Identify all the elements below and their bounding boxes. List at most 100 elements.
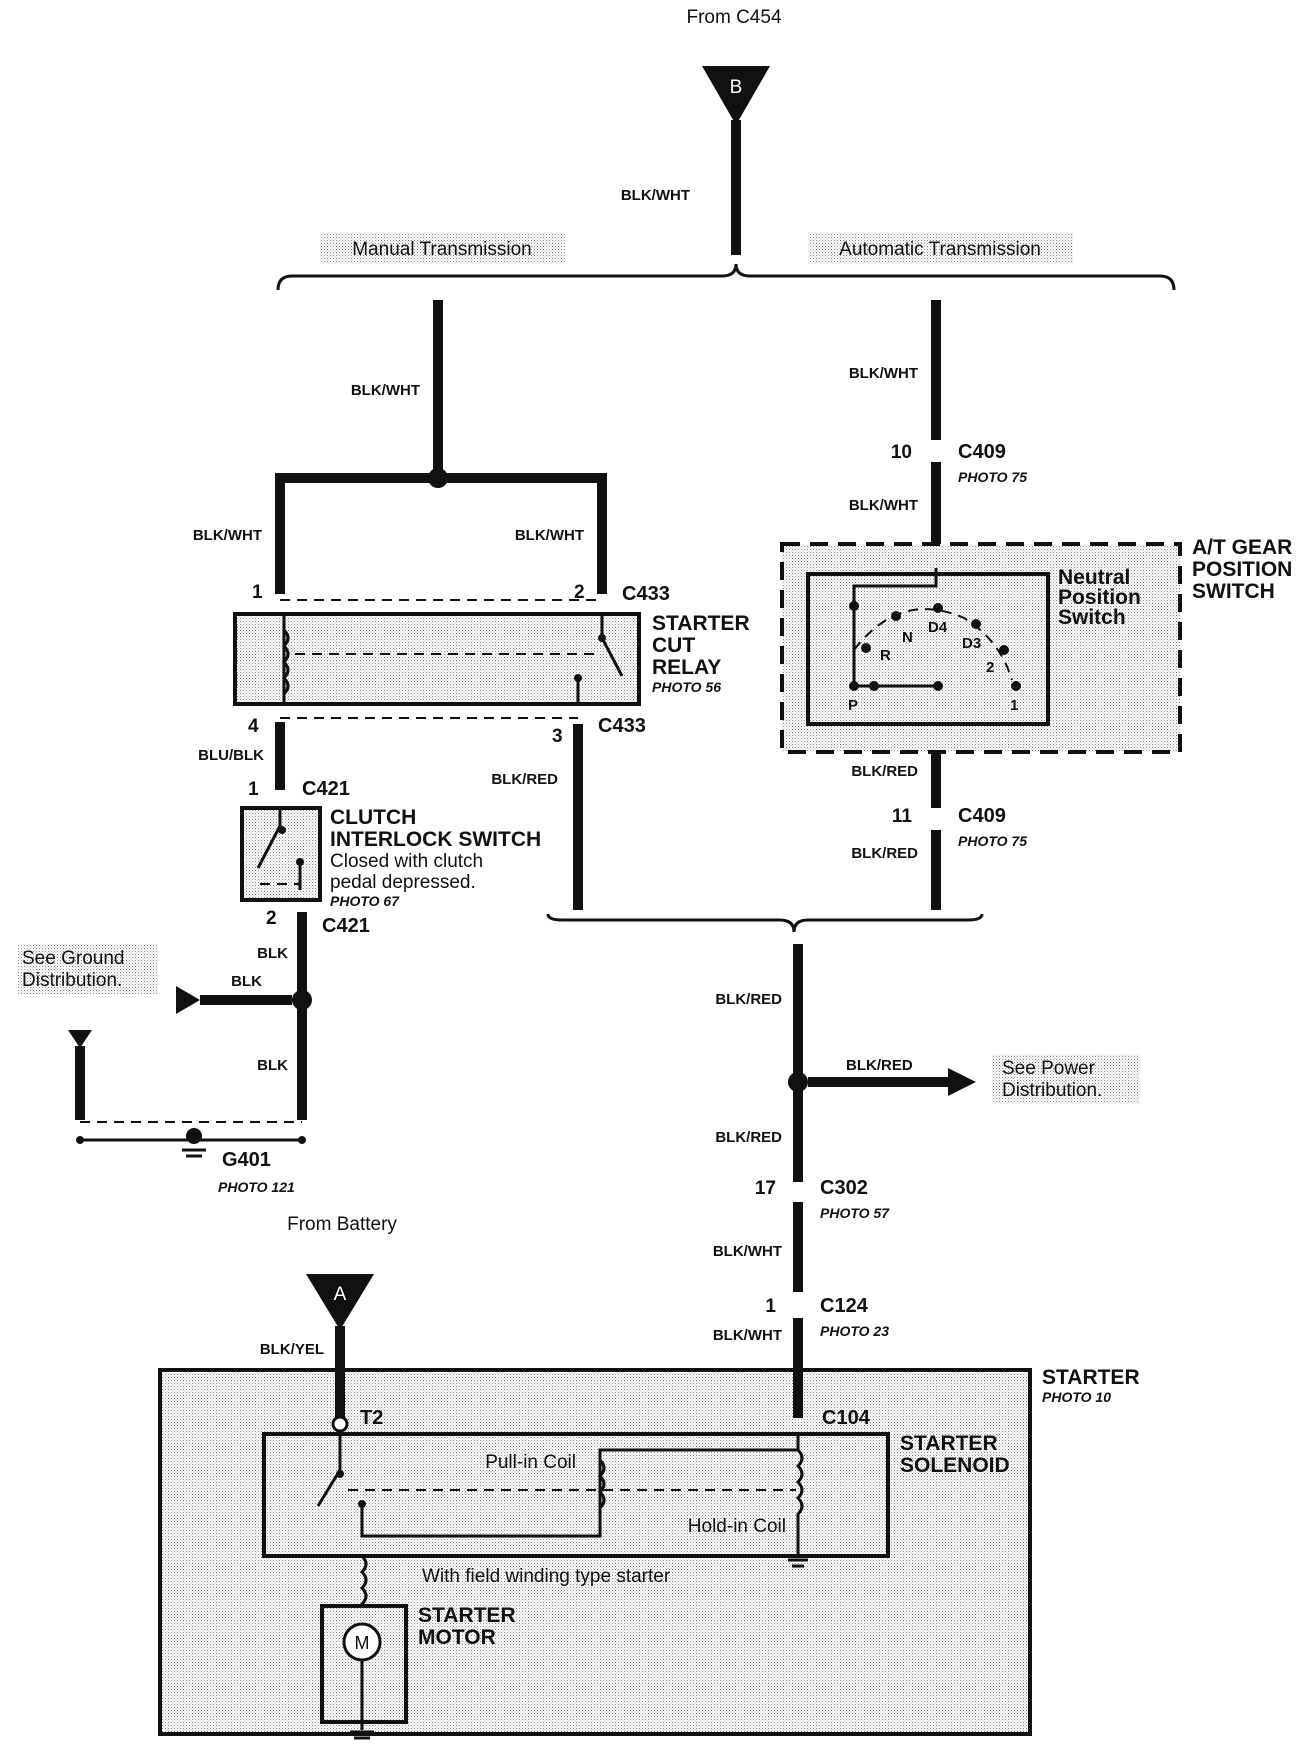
- g401-dot-right: [298, 1136, 306, 1144]
- c124-pin: 1: [765, 1296, 776, 1317]
- nps-dot-2: [999, 645, 1009, 655]
- c302-label: C302: [820, 1177, 868, 1199]
- c302-photo: PHOTO 57: [820, 1205, 890, 1221]
- relay-contact-dot-a: [598, 634, 606, 642]
- merge-brace: [546, 913, 984, 933]
- solenoid-label-line2: SOLENOID: [900, 1454, 1010, 1477]
- wire-label-blk-2: BLK: [231, 973, 262, 990]
- starter-photo: PHOTO 10: [1042, 1389, 1111, 1405]
- c421-top-label: C421: [302, 778, 350, 800]
- nps-dot-p2: [869, 681, 879, 691]
- c433-pin-1: 1: [252, 582, 263, 603]
- wire-label-blk-red-power: BLK/RED: [846, 1057, 913, 1074]
- nps-dot-top: [849, 601, 859, 611]
- wire-label-blk-red-relay: BLK/RED: [491, 771, 558, 788]
- c433-pin-3: 3: [552, 726, 563, 747]
- c433-top-label: C433: [622, 583, 670, 605]
- wire-relay-feed: [275, 473, 607, 594]
- clutch-label-line1: CLUTCH: [330, 806, 416, 829]
- wire-label-top: BLK/WHT: [621, 187, 690, 204]
- c409-top-label: C409: [958, 441, 1006, 463]
- c433-pin-4: 4: [248, 716, 259, 737]
- c409-bottom-label: C409: [958, 805, 1006, 827]
- terminal-a-label: A: [334, 1284, 347, 1305]
- nps-pos-1: 1: [1010, 697, 1018, 714]
- neutral-label-line2: Position: [1058, 586, 1141, 609]
- nps-dot-n: [891, 611, 901, 621]
- ground-note-line2: Distribution.: [22, 970, 122, 991]
- solenoid-label-line1: STARTER: [900, 1432, 998, 1455]
- at-gear-label-line3: SWITCH: [1192, 580, 1275, 603]
- automatic-transmission-label: Automatic Transmission: [839, 239, 1041, 260]
- top-source-label: From C454: [686, 7, 781, 28]
- neutral-label-line1: Neutral: [1058, 566, 1130, 589]
- wire-label-blk-red-sw: BLK/RED: [851, 763, 918, 780]
- wire-label-auto: BLK/WHT: [849, 365, 918, 382]
- neutral-position-switch: [806, 572, 1050, 726]
- g401-label: G401: [222, 1149, 271, 1171]
- nps-pos-r: R: [880, 647, 891, 664]
- nps-dot-d4: [933, 603, 943, 613]
- power-note-line2: Distribution.: [1002, 1080, 1102, 1101]
- c421-bottom-label: C421: [322, 915, 370, 937]
- automatic-label-bg: [808, 232, 1073, 264]
- split-brace-top: [276, 263, 1176, 291]
- pull-in-coil: [597, 1458, 606, 1510]
- clutch-note-line2: pedal depressed.: [330, 872, 476, 893]
- splice-power: [788, 1072, 808, 1092]
- c124-photo: PHOTO 23: [820, 1323, 889, 1339]
- wire-label-blk-3: BLK: [257, 1057, 288, 1074]
- t2-terminal: [331, 1415, 349, 1433]
- power-note-bg: [992, 1054, 1140, 1104]
- terminal-b-triangle: [702, 66, 770, 125]
- power-dist-arrow: [948, 1068, 976, 1096]
- field-winding-note: With field winding type starter: [422, 1566, 671, 1587]
- field-winding: [359, 1554, 368, 1614]
- nps-pos-n: N: [902, 629, 913, 646]
- c124-label: C124: [820, 1295, 869, 1317]
- nps-pos-2: 2: [986, 659, 994, 676]
- nps-selector-arc: [853, 608, 1013, 681]
- at-gear-label-line2: POSITION: [1192, 558, 1292, 581]
- c104-label: C104: [822, 1407, 871, 1429]
- nps-dot-out: [933, 681, 943, 691]
- relay-coil: [281, 628, 290, 696]
- c421-pin-2: 2: [266, 908, 277, 929]
- wire-label-blk-red-c409: BLK/RED: [851, 845, 918, 862]
- wire-label-blk-wht-c302: BLK/WHT: [713, 1243, 782, 1260]
- relay-label-line3: RELAY: [652, 656, 721, 679]
- solenoid-contact-dot-a: [336, 1470, 344, 1478]
- manual-label-bg: [320, 232, 565, 264]
- wire-label-auto-2: BLK/WHT: [849, 497, 918, 514]
- g401-dot-left: [76, 1136, 84, 1144]
- wire-label-blk-wht-c124: BLK/WHT: [713, 1327, 782, 1344]
- c421-pin-1: 1: [248, 779, 259, 800]
- terminal-b-label: B: [730, 77, 743, 98]
- wire-label-blk-red-main1: BLK/RED: [715, 991, 782, 1008]
- relay-label-line1: STARTER: [652, 612, 750, 635]
- nps-pos-d4: D4: [928, 619, 948, 636]
- c409-bottom-photo: PHOTO 75: [958, 833, 1027, 849]
- nps-dot-r: [861, 643, 871, 653]
- clutch-note-line1: Closed with clutch: [330, 851, 483, 872]
- starter-solenoid: [262, 1432, 890, 1558]
- wire-label-relay-right: BLK/WHT: [515, 527, 584, 544]
- pull-in-coil-label: Pull-in Coil: [485, 1452, 576, 1473]
- nps-dot-d3: [971, 619, 981, 629]
- wire-label-blk-yel: BLK/YEL: [260, 1341, 324, 1358]
- motor-label-line1: STARTER: [418, 1604, 516, 1627]
- nps-pos-d3: D3: [962, 635, 981, 652]
- wire-label-blu-blk: BLU/BLK: [198, 747, 264, 764]
- nps-dot-p: [849, 681, 859, 691]
- g401-photo: PHOTO 121: [218, 1179, 295, 1195]
- relay-label-line2: CUT: [652, 634, 695, 657]
- motor-label-line2: MOTOR: [418, 1626, 496, 1649]
- relay-contact-blade: [600, 637, 624, 677]
- starter-cut-relay: [233, 612, 641, 706]
- ground-terminal-triangle: [68, 1030, 92, 1048]
- battery-source-label: From Battery: [287, 1214, 397, 1235]
- c302-pin: 17: [755, 1178, 776, 1199]
- t2-label: T2: [360, 1407, 383, 1429]
- clutch-switch-blade: [256, 825, 282, 869]
